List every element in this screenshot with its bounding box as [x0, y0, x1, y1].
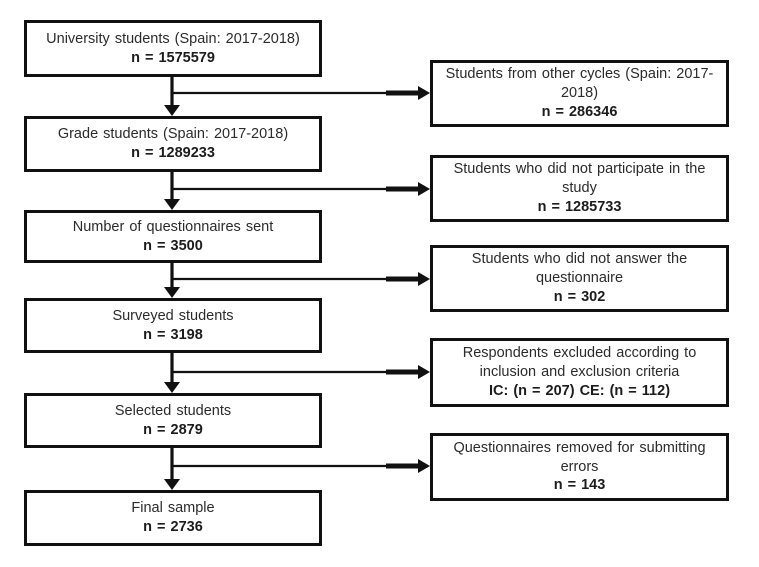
box-count: n = 3198 [143, 326, 203, 343]
down-arrow-4 [164, 351, 180, 393]
right-arrow-2 [172, 182, 430, 196]
box-count: n = 1289233 [131, 145, 215, 161]
flow-box-surveyed-students: Surveyed students n = 3198 [24, 298, 322, 353]
box-label: Surveyed students [112, 307, 234, 324]
box-label: Selected students [114, 402, 232, 419]
down-arrow-3 [164, 260, 180, 298]
flow-box-selected-students: Selected students n = 2879 [24, 393, 322, 448]
box-label: Questionnaires removed for submitting er… [453, 439, 706, 475]
box-label: Number of questionnaires sent [72, 218, 274, 235]
right-arrow-1 [172, 86, 430, 100]
flow-box-grade-students: Grade students (Spain: 2017-2018) n = 12… [24, 116, 322, 172]
box-label: Respondents excluded according to inclus… [462, 345, 697, 381]
right-arrow-5 [172, 459, 430, 473]
right-arrow-4 [172, 365, 430, 379]
box-count: n = 2736 [143, 519, 203, 535]
box-count: n = 3500 [143, 237, 203, 254]
box-count: n = 2879 [143, 421, 203, 438]
box-count: n = 302 [553, 288, 606, 305]
box-count: IC: (n = 207) CE: (n = 112) [488, 382, 671, 399]
box-count: n = 143 [553, 477, 606, 494]
box-label: Grade students (Spain: 2017-2018) [57, 126, 289, 143]
flow-box-university-students: University students (Spain: 2017-2018) n… [24, 20, 322, 77]
box-label: Students from other cycles (Spain: 2017-… [445, 66, 714, 102]
box-label: Students who did not answer the question… [471, 251, 688, 287]
exclusion-box-other-cycles: Students from other cycles (Spain: 2017-… [430, 60, 729, 127]
box-label: University students (Spain: 2017-2018) [46, 30, 300, 47]
box-label: Students who did not participate in the … [453, 161, 706, 197]
down-arrow-5 [164, 446, 180, 490]
flow-box-final-sample: Final sample n = 2736 [24, 490, 322, 546]
box-count: n = 286346 [541, 103, 618, 120]
down-arrow-1 [164, 75, 180, 116]
box-label: Final sample [131, 500, 215, 517]
box-count: n = 1285733 [537, 198, 622, 215]
exclusion-box-submitting-errors: Questionnaires removed for submitting er… [430, 433, 729, 501]
exclusion-box-criteria-excluded: Respondents excluded according to inclus… [430, 338, 729, 407]
flow-box-questionnaires-sent: Number of questionnaires sent n = 3500 [24, 210, 322, 263]
exclusion-box-did-not-participate: Students who did not participate in the … [430, 155, 729, 222]
right-arrow-3 [172, 272, 430, 286]
box-count: n = 1575579 [131, 49, 215, 66]
down-arrow-2 [164, 170, 180, 210]
exclusion-box-did-not-answer: Students who did not answer the question… [430, 245, 729, 312]
